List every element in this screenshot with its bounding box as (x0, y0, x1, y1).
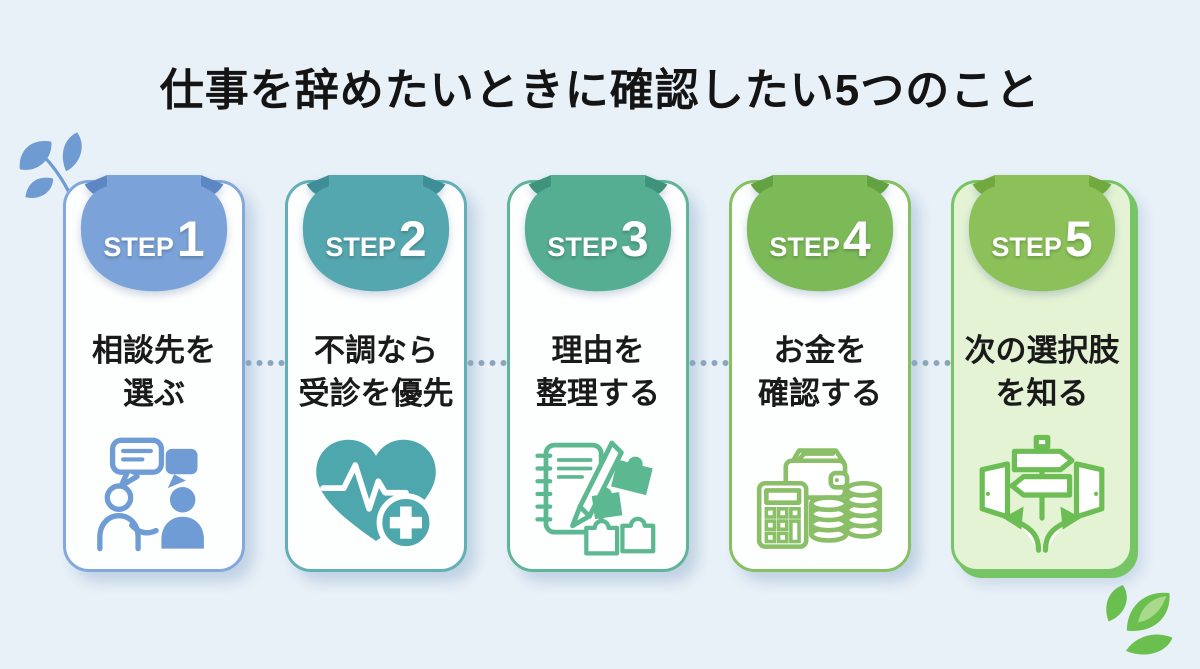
badge-word: STEP (325, 232, 396, 262)
step-title-3: 理由を 整理する (536, 333, 660, 412)
step-title-2: 不調なら 受診を優先 (298, 333, 454, 412)
step-connector-3-4 (689, 180, 729, 572)
step-connector-1-2 (245, 180, 285, 572)
consultation-icon (85, 429, 223, 561)
money-check-icon (751, 429, 889, 561)
dotted-line (911, 360, 951, 366)
dotted-line (689, 360, 729, 366)
leaf-cluster-icon (1106, 585, 1173, 655)
badge-shape (746, 175, 894, 292)
badge-number: 3 (620, 211, 649, 267)
signpost-doors-icon (973, 429, 1111, 561)
leaf-branch-icon (19, 132, 82, 216)
step-connector-4-5 (911, 180, 951, 572)
badge-number: 2 (398, 211, 427, 267)
heart-checkup-icon (307, 429, 445, 561)
badge-word: STEP (769, 232, 840, 262)
notebook-puzzle-icon (529, 429, 667, 561)
leaf-decoration-top-left (18, 130, 92, 218)
step-title-1: 相談先を 選ぶ (92, 333, 216, 412)
badge-shape (524, 175, 672, 292)
step-title-5: 次の選択肢 を知る (964, 333, 1120, 412)
badge-shape (968, 175, 1116, 292)
dotted-line (467, 360, 507, 366)
dotted-line (245, 360, 285, 366)
badge-shape (80, 175, 228, 292)
badge-word: STEP (991, 232, 1062, 262)
badge-number: 5 (1064, 211, 1093, 267)
badge-shape (302, 175, 450, 292)
badge-number: 1 (176, 211, 205, 267)
page-title: 仕事を辞めたいときに確認したい5つのこと (159, 66, 1041, 115)
step-title-4: お金を 確認する (758, 333, 882, 412)
leaf-decoration-bottom-right (1092, 585, 1184, 661)
step-connector-2-3 (467, 180, 507, 572)
badge-number: 4 (842, 211, 871, 267)
badge-word: STEP (547, 232, 618, 262)
badge-word: STEP (103, 232, 174, 262)
